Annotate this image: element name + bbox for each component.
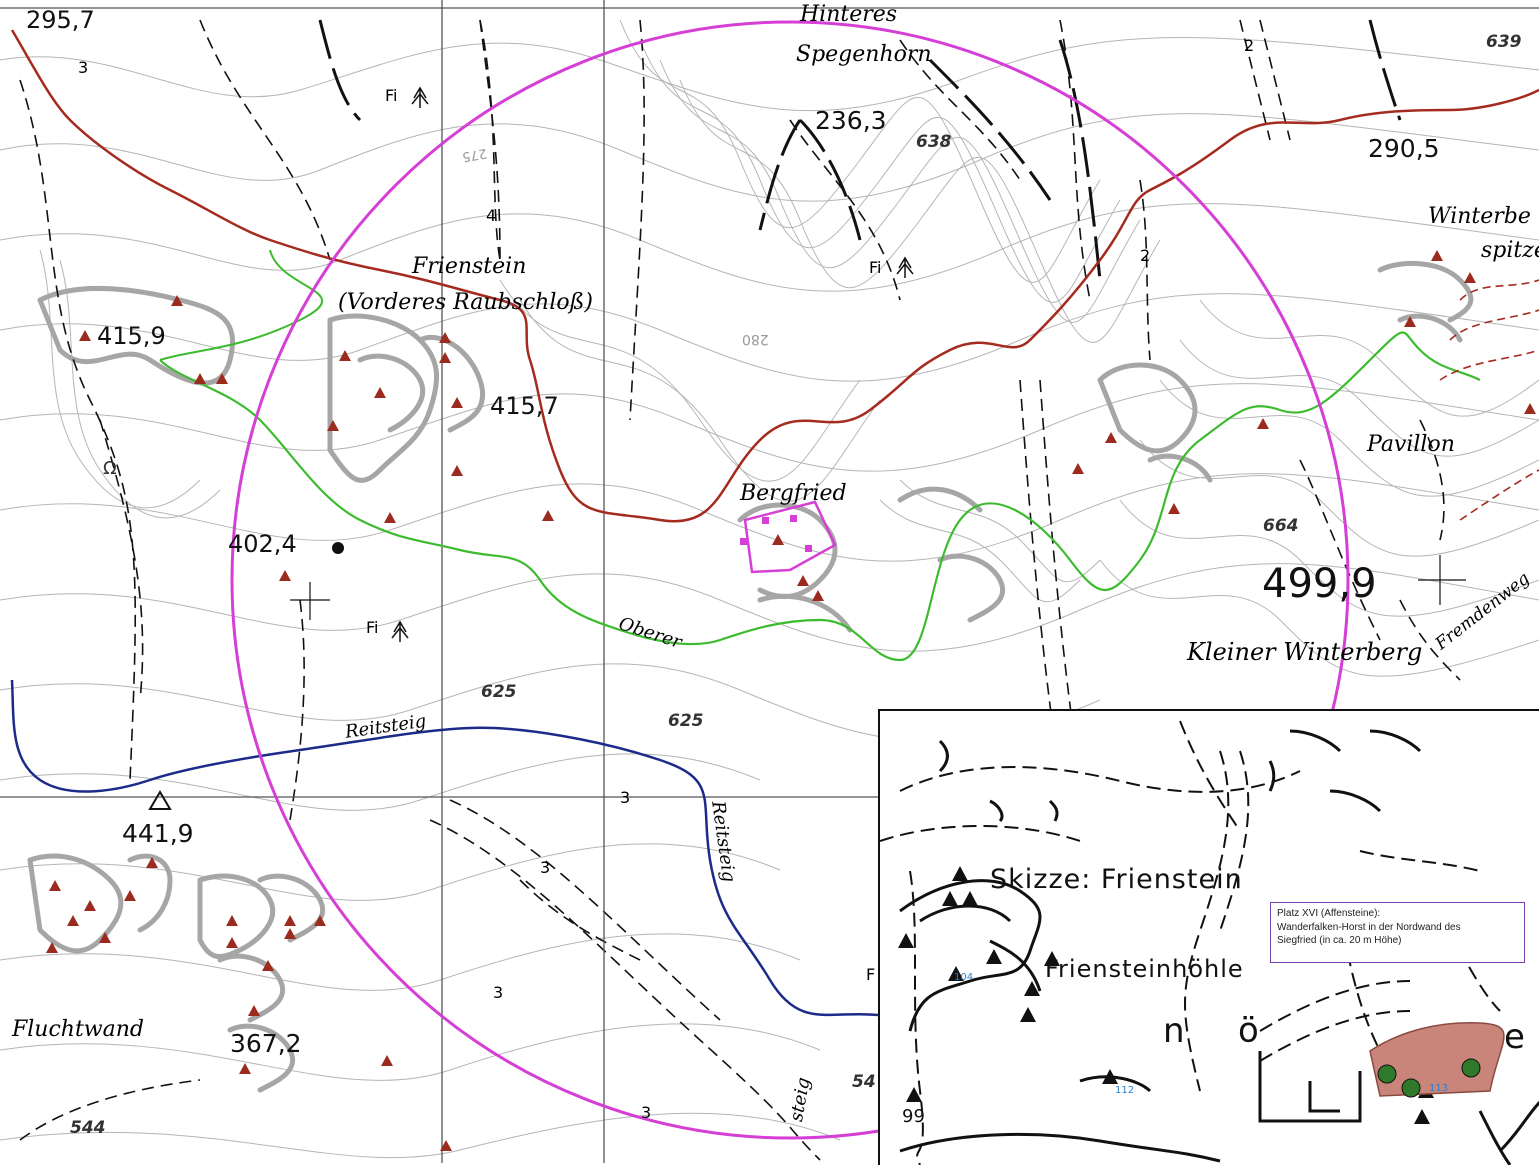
sketch-cave-label: Friensteinhöhle	[1045, 955, 1244, 983]
peak-label: 402,4	[228, 530, 297, 558]
trail-number: 3	[540, 858, 551, 877]
place-hinteres: Hinteres	[800, 2, 898, 27]
place-spegenhorn: Spegenhorn	[796, 42, 932, 67]
green-trail	[159, 331, 1481, 662]
sketch-drawing	[880, 720, 1539, 1165]
trail-number: 2	[1244, 36, 1255, 55]
forest-mark: Fi	[385, 86, 398, 105]
fremdenweg-line	[1439, 279, 1539, 521]
sketch-arcs	[938, 729, 1422, 823]
place-bergfried: Bergfried	[740, 481, 847, 506]
contour-value: 625	[481, 682, 517, 702]
place-vorderes-raubschloss: (Vorderes Raubschloß)	[338, 290, 593, 315]
sketch-rocks	[899, 879, 1539, 1165]
peak-label: 441,9	[122, 819, 194, 848]
trig-point-icon	[148, 790, 172, 810]
trail-number: 3	[493, 983, 504, 1002]
sketch-letter: ö	[1238, 1011, 1259, 1051]
place-kleiner-winterberg: Kleiner Winterberg	[1187, 638, 1423, 666]
peak-label: 499,9	[1262, 561, 1377, 607]
contour-value: 625	[668, 711, 704, 731]
note-line: Platz XVI (Affensteine):	[1277, 908, 1381, 919]
contour-value: 664	[1263, 516, 1299, 536]
sketch-letter: n	[1163, 1011, 1185, 1051]
blue-reitsteig	[10, 679, 879, 1017]
f-mark: F	[866, 965, 876, 984]
trail-number: 3	[78, 58, 89, 77]
sketch-inset: Skizze: Frienstein Friensteinhöhle 104 1…	[878, 709, 1539, 1165]
contour-value: 280	[742, 331, 769, 347]
ridge-lines	[318, 19, 1402, 281]
contour-value: 54	[852, 1072, 876, 1092]
sketch-number: 99	[902, 1106, 925, 1127]
viewpoint-icon	[332, 542, 344, 554]
omega-mark: Ω	[103, 458, 117, 479]
place-winterberg-spitze-2: spitze	[1481, 238, 1539, 263]
sketch-number: 112	[1115, 1085, 1135, 1096]
highlight-area	[1369, 1022, 1505, 1097]
peak-label: 236,3	[815, 106, 887, 135]
rock-formations	[27, 260, 1474, 1093]
green-trail-spur	[159, 249, 324, 361]
summit-markers	[46, 250, 1536, 1151]
forest-mark: Fi	[869, 258, 882, 277]
place-fluchtwand: Fluchtwand	[12, 1017, 144, 1042]
trail-number: 2	[1140, 246, 1151, 265]
sketch-number: 113	[1429, 1083, 1449, 1094]
trail-number: 3	[641, 1103, 652, 1122]
sketch-number: 104	[954, 972, 974, 983]
place-pavillon: Pavillon	[1367, 432, 1455, 457]
peak-label: 295,7	[26, 6, 95, 34]
falcon-nest-markers	[1377, 1058, 1481, 1098]
contour-value: 639	[1486, 32, 1522, 52]
trail-number: 3	[620, 788, 631, 807]
range-circle	[230, 20, 1350, 1140]
contour-value: 638	[916, 132, 952, 152]
bergfried-markers	[740, 515, 812, 552]
note-line: Wanderfalken-Horst in der Nordwand des	[1277, 921, 1461, 933]
contour-lines	[0, 19, 1539, 1159]
falcon-nest-note: Platz XVI (Affensteine): Wanderfalken-Ho…	[1270, 902, 1525, 963]
sketch-triangles	[898, 866, 1434, 1124]
trail-number: 4	[486, 206, 497, 225]
sketch-dashed-lines	[880, 720, 1501, 1165]
peak-label: 367,2	[230, 1029, 302, 1058]
bergfried-outline	[743, 500, 837, 574]
peak-label: 415,7	[490, 392, 559, 420]
peak-label: 290,5	[1368, 134, 1440, 163]
place-winterberg-spitze: Winterbe	[1428, 204, 1531, 229]
red-road	[10, 29, 1539, 523]
contour-value: 544	[70, 1118, 106, 1138]
place-frienstein: Frienstein	[412, 254, 527, 279]
note-line: Siegfried (in ca. 20 m Höhe)	[1277, 935, 1402, 946]
sketch-letter: e	[1504, 1017, 1525, 1057]
peak-label: 415,9	[97, 322, 166, 350]
conifer-icons	[391, 86, 914, 642]
sketch-title: Skizze: Frienstein	[990, 864, 1243, 895]
forest-mark: Fi	[366, 618, 379, 637]
cross-marks	[290, 555, 1466, 620]
